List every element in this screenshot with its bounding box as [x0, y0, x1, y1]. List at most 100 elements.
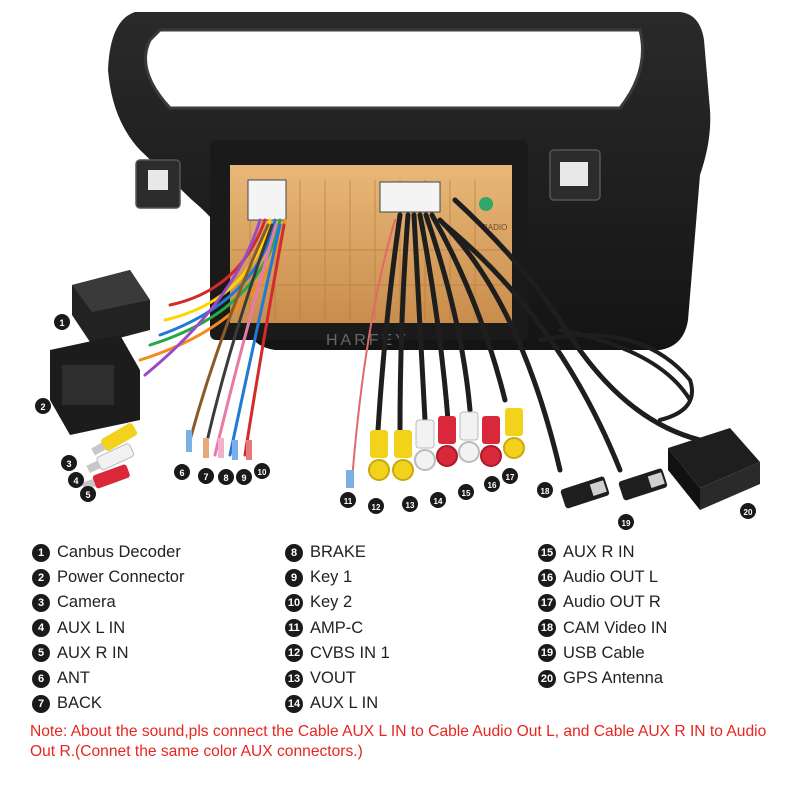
callout-10: 10: [254, 463, 270, 479]
legend-number: 7: [32, 694, 50, 713]
rca-connectors-center: [346, 408, 525, 488]
callout-17: 17: [502, 468, 518, 484]
legend-column-2: 8 BRAKE 9 Key 1 10 Key 2 11 AMP-C 12 CVBS IN …: [285, 540, 390, 716]
legend-item: 13 VOUT: [285, 666, 390, 691]
legend-number: 5: [32, 644, 50, 663]
svg-text:7: 7: [203, 472, 208, 482]
power-connector: [50, 335, 140, 435]
legend-number: 12: [285, 644, 303, 663]
legend-label: AUX R IN: [57, 643, 129, 662]
legend-item: 12 CVBS IN 1: [285, 641, 390, 666]
callout-13: 13: [402, 496, 418, 512]
legend-label: Key 2: [310, 593, 353, 612]
legend-item: 8 BRAKE: [285, 540, 390, 565]
legend-label: AUX L IN: [310, 694, 379, 713]
legend-number: 20: [538, 669, 556, 688]
legend-item: 19 USB Cable: [538, 641, 667, 666]
callout-14: 14: [430, 492, 446, 508]
legend-label: CAM Video IN: [563, 618, 668, 637]
product-photo: RADIO HARFEY: [35, 12, 760, 530]
svg-text:1: 1: [59, 318, 64, 328]
legend-item: 11 AMP-C: [285, 616, 390, 641]
legend-number: 10: [285, 593, 303, 612]
legend-number: 18: [538, 619, 556, 638]
legend-label: AUX R IN: [563, 543, 635, 562]
callout-badges: 1 2 3 4 5 6 7 8 9 10 11 12 13 14 15 16 1…: [35, 314, 756, 530]
svg-text:20: 20: [744, 508, 753, 517]
callout-6: 6: [174, 464, 190, 480]
legend-number: 13: [285, 669, 303, 688]
legend-item: 9 Key 1: [285, 565, 390, 590]
svg-text:12: 12: [372, 503, 381, 512]
legend-label: AUX L IN: [57, 618, 126, 637]
legend-label: Power Connector: [57, 568, 185, 587]
canbus-decoder-box: [72, 270, 150, 345]
callout-16: 16: [484, 476, 500, 492]
legend-number: 6: [32, 669, 50, 688]
svg-text:3: 3: [66, 459, 71, 469]
legend-number: 14: [285, 694, 303, 713]
svg-text:17: 17: [506, 473, 515, 482]
callout-8: 8: [218, 469, 234, 485]
legend-number: 11: [285, 619, 303, 638]
legend-label: Key 1: [310, 568, 353, 587]
callout-9: 9: [236, 469, 252, 485]
legend-label: GPS Antenna: [563, 669, 663, 688]
legend-number: 2: [32, 568, 50, 587]
legend-label: BRAKE: [310, 543, 366, 562]
wire-harness: [138, 197, 703, 481]
callout-12: 12: [368, 498, 384, 514]
legend-item: 3 Camera: [32, 590, 184, 615]
legend-label: VOUT: [310, 669, 356, 688]
svg-text:11: 11: [344, 497, 353, 506]
svg-text:13: 13: [406, 501, 415, 510]
legend-item: 15 AUX R IN: [538, 540, 667, 565]
svg-text:8: 8: [223, 473, 228, 483]
installation-note: Note: About the sound,pls connect the Ca…: [30, 723, 767, 760]
legend-item: 5 AUX R IN: [32, 641, 184, 666]
legend-number: 17: [538, 593, 556, 612]
callout-1: 1: [54, 314, 70, 330]
usb-connector: [560, 468, 668, 509]
callout-3: 3: [61, 455, 77, 471]
legend-number: 8: [285, 543, 303, 562]
radio-port-label: RADIO: [482, 223, 507, 232]
callout-11: 11: [340, 492, 356, 508]
legend-label: Camera: [57, 593, 116, 612]
legend-item: 4 AUX L IN: [32, 616, 184, 641]
callout-18: 18: [537, 482, 553, 498]
legend-number: 4: [32, 619, 50, 638]
legend-number: 3: [32, 593, 50, 612]
svg-text:4: 4: [73, 476, 78, 486]
svg-text:18: 18: [541, 487, 550, 496]
callout-7: 7: [198, 468, 214, 484]
legend-number: 15: [538, 543, 556, 562]
legend-item: 10 Key 2: [285, 590, 390, 615]
legend-label: BACK: [57, 694, 102, 713]
callout-20: 20: [740, 503, 756, 519]
legend-label: AMP-C: [310, 618, 364, 637]
svg-text:15: 15: [462, 489, 471, 498]
legend-label: Audio OUT L: [563, 568, 659, 587]
legend-label: Audio OUT R: [563, 593, 661, 612]
legend-label: USB Cable: [563, 643, 645, 662]
legend-number: 9: [285, 568, 303, 587]
legend-label: ANT: [57, 669, 90, 688]
legend-item: 7 BACK: [32, 691, 184, 716]
legend-item: 6 ANT: [32, 666, 184, 691]
pin-connectors: [186, 430, 252, 460]
legend-item: 18 CAM Video IN: [538, 616, 667, 641]
legend-label: CVBS IN 1: [310, 643, 390, 662]
legend-number: 19: [538, 644, 556, 663]
svg-text:6: 6: [179, 468, 184, 478]
svg-text:19: 19: [622, 519, 631, 528]
svg-text:2: 2: [40, 402, 45, 412]
legend-item: 20 GPS Antenna: [538, 666, 667, 691]
rca-connectors-left: [81, 423, 138, 491]
legend-number: 1: [32, 543, 50, 562]
svg-text:10: 10: [258, 468, 267, 477]
gps-antenna: [668, 428, 760, 510]
